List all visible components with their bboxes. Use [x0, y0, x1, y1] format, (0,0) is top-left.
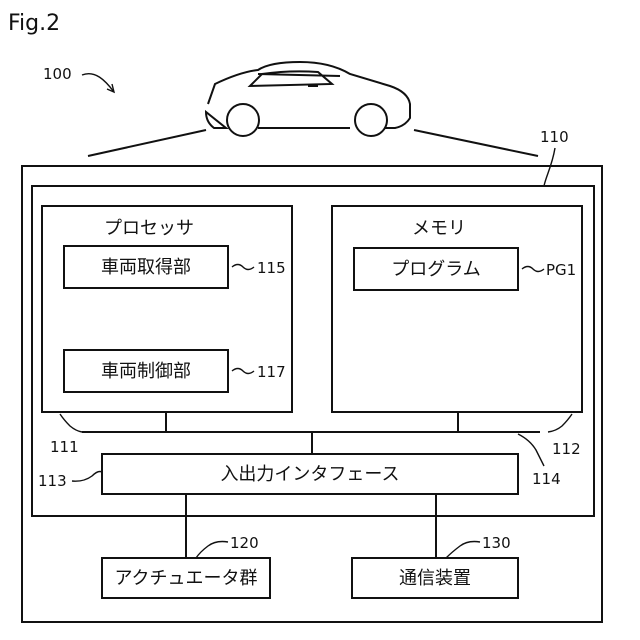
memory-label: メモリ	[412, 218, 466, 239]
vehicle-control-label: 車両制御部	[101, 361, 191, 382]
processor-label: プロセッサ	[104, 218, 194, 239]
car-link-left	[88, 130, 206, 156]
ref-130: 130	[482, 534, 511, 552]
ref-110: 110	[540, 128, 569, 146]
program-label: プログラム	[391, 259, 480, 280]
vehicle-acquisition-label: 車両取得部	[101, 257, 191, 278]
figure-title: Fig.2	[8, 11, 60, 36]
ref-112: 112	[552, 440, 581, 458]
ref-111: 111	[50, 438, 79, 456]
car-icon	[206, 62, 410, 136]
car-front-wheel	[227, 104, 259, 136]
car-rear-wheel	[355, 104, 387, 136]
car-link-right	[414, 130, 538, 156]
io-interface-label: 入出力インタフェース	[220, 464, 399, 485]
ref-115: 115	[257, 259, 286, 277]
ref-114: 114	[532, 470, 561, 488]
ref-113: 113	[38, 472, 67, 490]
actuator-group-label: アクチュエータ群	[114, 568, 257, 589]
ref-100: 100	[43, 65, 72, 83]
communication-device-label: 通信装置	[399, 568, 471, 589]
ref-117: 117	[257, 363, 286, 381]
ref-120: 120	[230, 534, 259, 552]
ref-pg1: PG1	[546, 261, 576, 279]
